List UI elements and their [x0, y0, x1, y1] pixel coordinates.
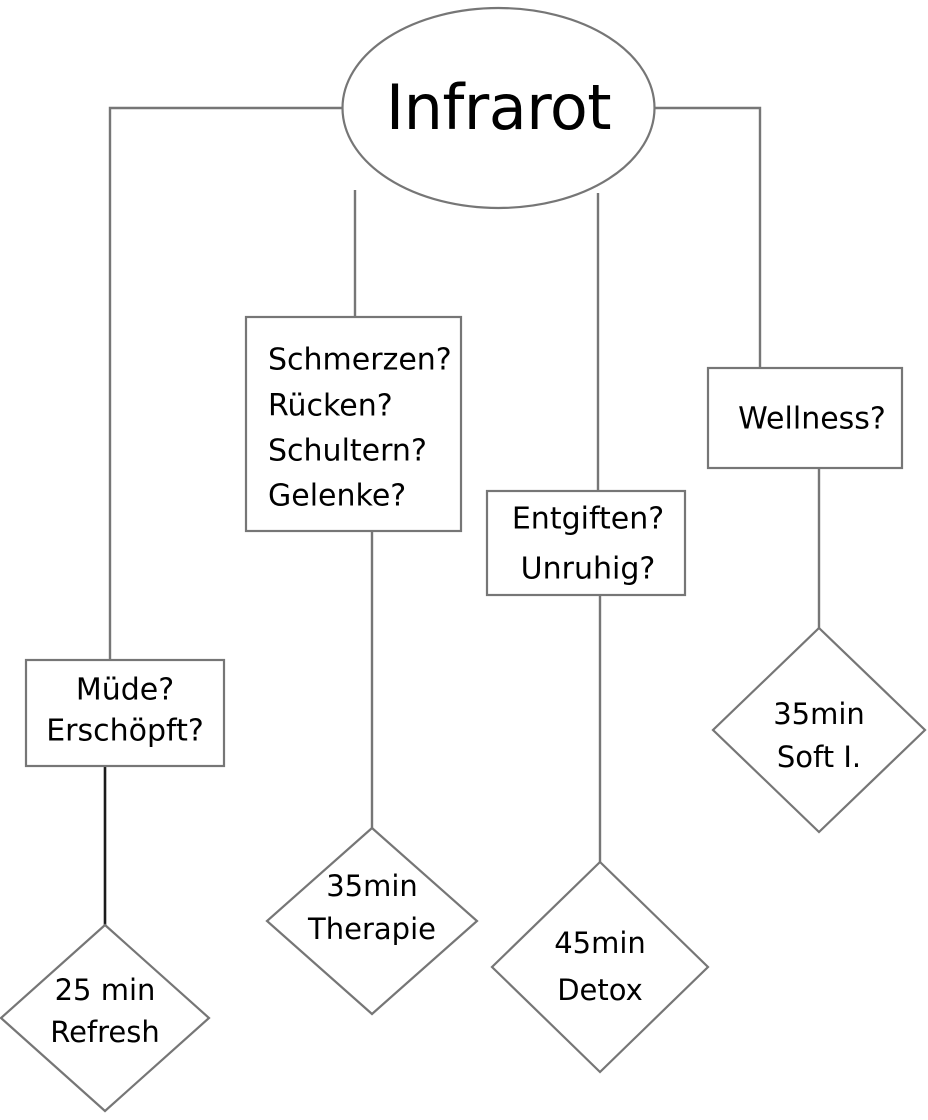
leaf-detox[interactable]: 45min Detox: [490, 860, 710, 1074]
soft-line-2: Soft I.: [777, 740, 861, 774]
muede-line-2: Erschöpft?: [46, 714, 204, 749]
connector-root-to-wellness: [655, 106, 762, 368]
therapie-line-1: 35min: [326, 869, 418, 903]
node-wellness[interactable]: Wellness?: [706, 366, 904, 470]
detox-line-1: 45min: [554, 926, 646, 960]
node-entgiften[interactable]: Entgiften? Unruhig?: [485, 489, 687, 597]
muede-box-shape: [24, 658, 226, 768]
node-muede[interactable]: Müde? Erschöpft?: [24, 658, 226, 768]
entgiften-line-1: Entgiften?: [512, 502, 664, 537]
node-schmerzen[interactable]: Schmerzen? Rücken? Schultern? Gelenke?: [244, 315, 463, 533]
leaf-soft[interactable]: 35min Soft I.: [711, 626, 927, 834]
soft-diamond-shape: [711, 626, 927, 834]
entgiften-box-shape: [485, 489, 687, 597]
detox-diamond-shape: [490, 860, 710, 1074]
node-root-infrarot[interactable]: Infrarot: [341, 6, 656, 210]
detox-line-2: Detox: [557, 973, 643, 1007]
therapie-line-2: Therapie: [307, 912, 436, 946]
leaf-refresh[interactable]: 25 min Refresh: [0, 923, 211, 1113]
schmerzen-line-4: Gelenke?: [268, 479, 406, 514]
muede-line-1: Müde?: [76, 673, 174, 708]
schmerzen-box-shape: [244, 315, 463, 533]
root-label: Infrarot: [386, 71, 611, 144]
schmerzen-line-3: Schultern?: [268, 434, 427, 469]
leaf-therapie[interactable]: 35min Therapie: [265, 826, 479, 1016]
refresh-diamond-shape: [0, 923, 211, 1113]
schmerzen-line-1: Schmerzen?: [268, 343, 452, 378]
schmerzen-line-2: Rücken?: [268, 389, 393, 424]
wellness-line-1: Wellness?: [738, 402, 886, 437]
refresh-line-2: Refresh: [50, 1015, 160, 1049]
connector-group: [103, 106, 821, 925]
entgiften-line-2: Unruhig?: [521, 552, 656, 587]
refresh-line-1: 25 min: [55, 973, 156, 1007]
connector-root-to-muede: [108, 106, 342, 660]
root-ellipse-shape: [341, 6, 656, 210]
wellness-box-shape: [706, 366, 904, 470]
soft-line-1: 35min: [773, 697, 865, 731]
therapie-diamond-shape: [265, 826, 479, 1016]
